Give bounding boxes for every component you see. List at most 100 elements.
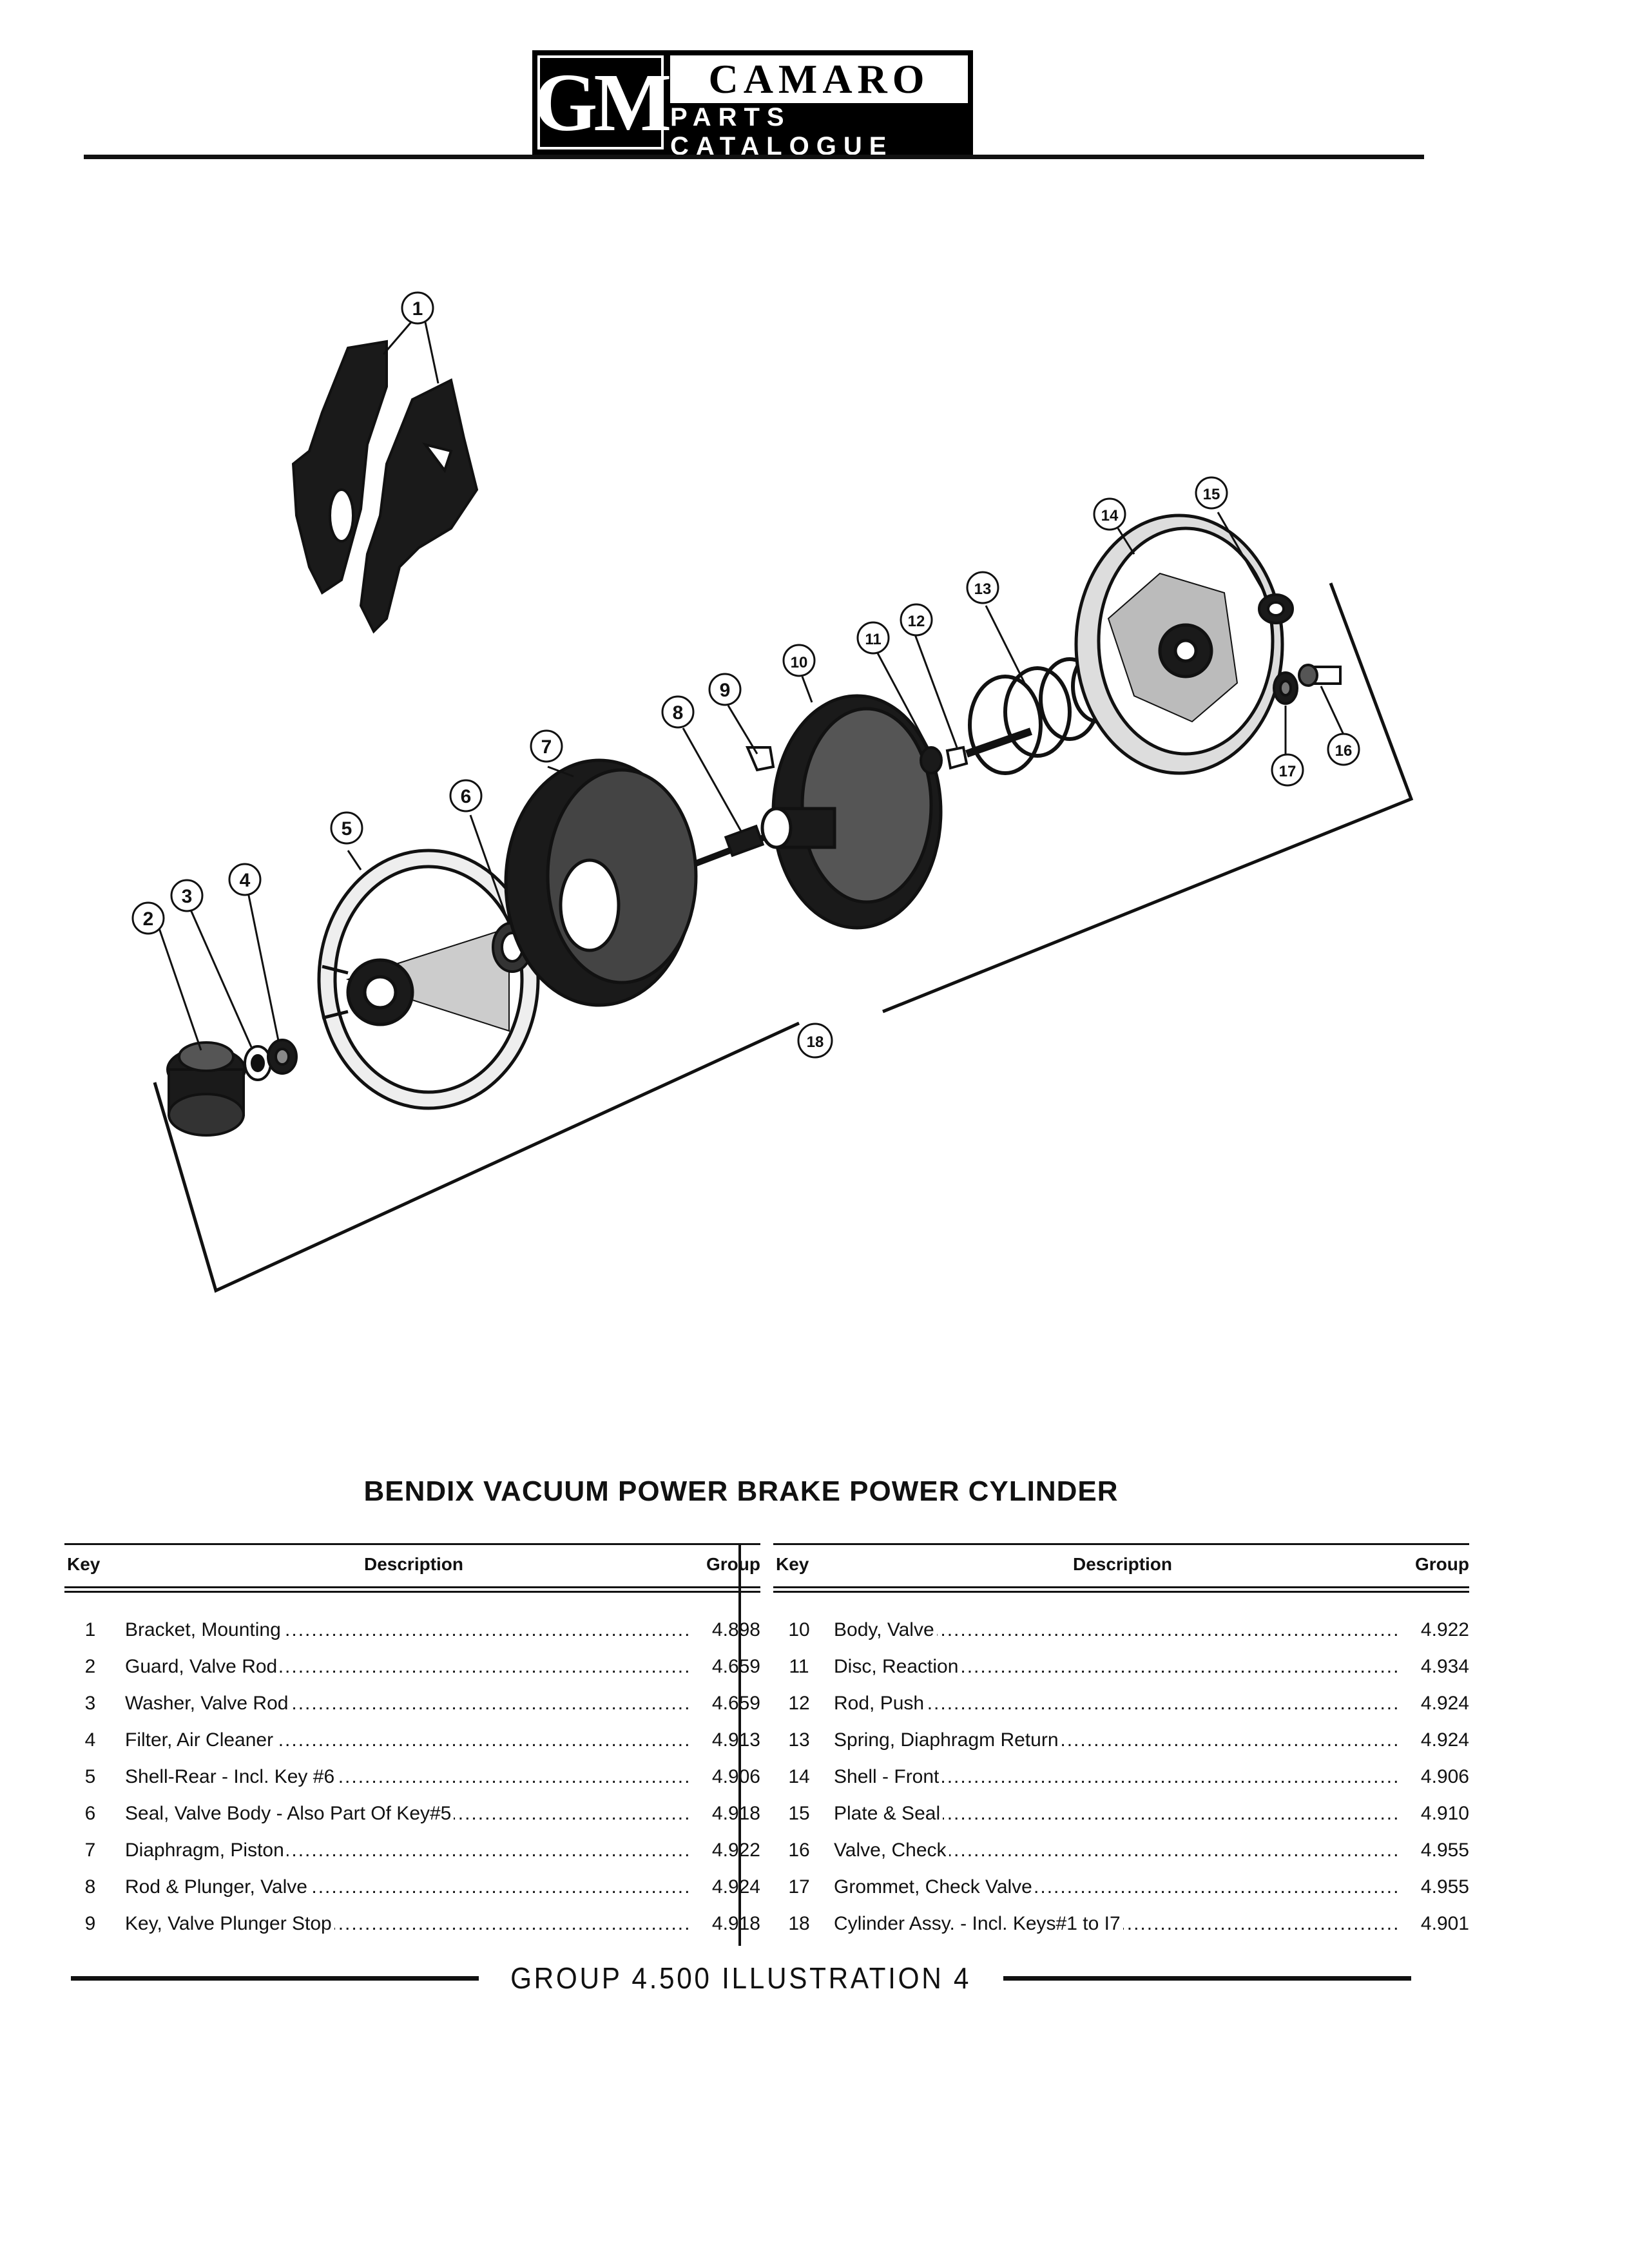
row-group: 4.922	[711, 1839, 760, 1861]
row-group: 4.955	[1420, 1876, 1469, 1898]
callout-18: 18	[797, 1023, 833, 1059]
row-description: Disc, Reaction	[834, 1655, 1398, 1678]
svg-text:2: 2	[143, 908, 154, 930]
row-group: 4.924	[1420, 1692, 1469, 1714]
table-header: Key Description Group	[773, 1543, 1469, 1593]
column-header-key: Key	[67, 1554, 101, 1574]
exploded-view-illustration: 1 2 3 4 5 6 7 8 9 10 11 12 13 14 15 16 1…	[131, 291, 1414, 1293]
row-group: 4.659	[711, 1655, 760, 1677]
callout-12: 12	[900, 603, 933, 637]
row-key: 14	[788, 1765, 810, 1787]
footer-label: GROUP 4.500 ILLUSTRATION 4	[510, 1961, 972, 1995]
table-column-divider	[738, 1543, 741, 1946]
svg-text:7: 7	[541, 736, 552, 758]
callout-7: 7	[530, 729, 563, 763]
callout-leader-lines	[157, 322, 1345, 1051]
callout-11: 11	[856, 621, 890, 655]
column-header-group: Group	[1415, 1554, 1469, 1574]
row-key: 12	[788, 1692, 810, 1714]
row-description: Guard, Valve Rod	[125, 1655, 689, 1678]
row-description: Diaphragm, Piston	[125, 1839, 689, 1861]
callout-bubbles: 1 2 3 4 5 6 7 8 9 10 11 12 13 14 15 16 1…	[131, 291, 1360, 1059]
row-key: 16	[788, 1839, 810, 1861]
row-group: 4.955	[1420, 1839, 1469, 1861]
row-group: 4.918	[711, 1802, 760, 1824]
row-key: 4	[84, 1729, 96, 1751]
part-rear-shell	[317, 849, 540, 1110]
callout-5: 5	[330, 811, 363, 845]
callout-2: 2	[131, 901, 165, 935]
callout-13: 13	[966, 571, 999, 604]
callout-3: 3	[170, 879, 204, 912]
table-row: 16 Valve, Check 4.955	[773, 1832, 1469, 1869]
part-air-cleaner-filter	[267, 1039, 298, 1075]
part-piston-diaphragm	[504, 758, 698, 1007]
table-row: 14 Shell - Front 4.906	[773, 1758, 1469, 1795]
svg-text:13: 13	[974, 581, 992, 598]
column-header-group: Group	[706, 1554, 760, 1574]
callout-14: 14	[1093, 497, 1126, 531]
row-group: 4.924	[711, 1876, 760, 1898]
row-description: Seal, Valve Body - Also Part Of Key#5	[125, 1802, 689, 1825]
svg-text:17: 17	[1279, 763, 1296, 780]
part-valve-rod-guard	[166, 1041, 246, 1137]
part-push-rod	[945, 727, 1032, 770]
part-mounting-bracket	[291, 340, 479, 634]
row-description: Filter, Air Cleaner	[125, 1729, 689, 1751]
row-key: 15	[788, 1802, 810, 1824]
row-description: Rod & Plunger, Valve	[125, 1876, 689, 1898]
row-key: 9	[84, 1912, 96, 1934]
callout-17: 17	[1271, 753, 1304, 787]
row-description: Body, Valve	[834, 1619, 1398, 1641]
row-key: 1	[84, 1619, 96, 1640]
parts-table-left: Key Description Group 1 Bracket, Mounting…	[64, 1543, 760, 1942]
row-description: Shell-Rear - Incl. Key #6	[125, 1765, 689, 1788]
svg-text:18: 18	[807, 1033, 824, 1051]
part-front-shell	[1074, 514, 1284, 775]
row-description: Key, Valve Plunger Stop	[125, 1912, 689, 1935]
part-check-valve-grommet	[1273, 671, 1298, 705]
row-description: Shell - Front	[834, 1765, 1398, 1788]
row-description: Plate & Seal	[834, 1802, 1398, 1825]
gm-logo: GM	[533, 55, 671, 149]
row-group: 4.901	[1420, 1912, 1469, 1934]
callout-9: 9	[708, 673, 742, 706]
row-group: 4.906	[711, 1765, 760, 1787]
row-description: Valve, Check	[834, 1839, 1398, 1861]
column-header-description: Description	[363, 1554, 464, 1574]
column-header-key: Key	[776, 1554, 809, 1574]
table-row: 18 Cylinder Assy. - Incl. Keys#1 to I7 4.9…	[773, 1905, 1469, 1942]
callout-16: 16	[1327, 733, 1360, 766]
row-description: Grommet, Check Valve	[834, 1876, 1398, 1898]
row-group: 4.906	[1420, 1765, 1469, 1787]
svg-text:15: 15	[1203, 486, 1220, 503]
row-key: 13	[788, 1729, 810, 1751]
row-group: 4.659	[711, 1692, 760, 1714]
row-key: 5	[84, 1765, 96, 1787]
assembly-bracket-line	[153, 582, 1414, 1293]
svg-text:10: 10	[791, 654, 808, 671]
callout-8: 8	[661, 695, 695, 729]
row-key: 18	[788, 1912, 810, 1934]
column-header-description: Description	[1072, 1554, 1173, 1574]
parts-table-title: BENDIX VACUUM POWER BRAKE POWER CYLINDER	[363, 1475, 1119, 1507]
table-header: Key Description Group	[64, 1543, 760, 1593]
catalogue-header-logo: GM CAMARO PARTS CATALOGUE	[532, 50, 973, 160]
header-rule	[84, 155, 1424, 159]
row-description: Cylinder Assy. - Incl. Keys#1 to I7	[834, 1912, 1398, 1935]
callout-1: 1	[401, 291, 434, 325]
row-description: Bracket, Mounting	[125, 1619, 689, 1641]
